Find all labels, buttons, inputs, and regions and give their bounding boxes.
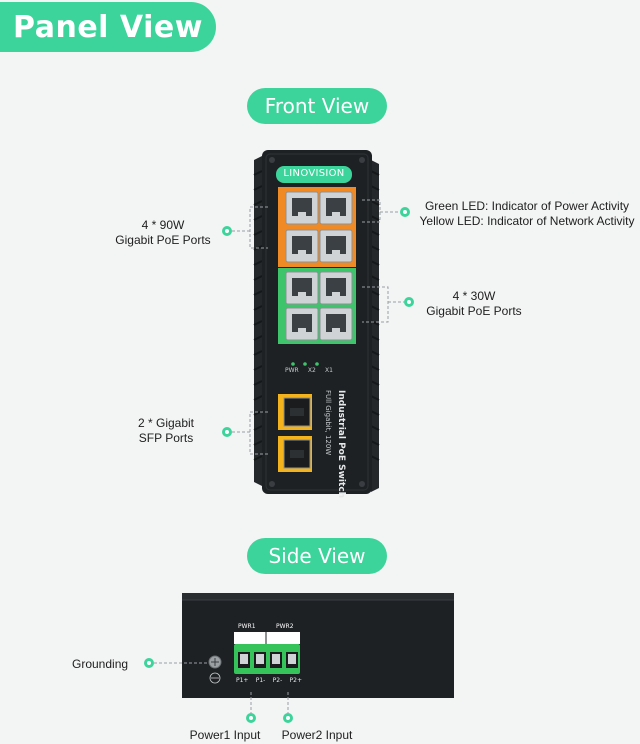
led-label-x2: X2 <box>307 367 316 374</box>
callout-led-line1: Green LED: Indicator of Power Activity <box>424 199 630 213</box>
callout-poe30-line2: Gigabit PoE Ports <box>426 304 522 318</box>
terminal-label-p1minus: P1- <box>255 677 266 684</box>
callout-power2: Power2 Input <box>281 728 353 742</box>
callout-grounding: Grounding <box>72 657 129 671</box>
led-label-pwr: PWR <box>285 367 299 374</box>
callout-dot-poe90 <box>222 226 232 236</box>
callout-sfp-line2: SFP Ports <box>138 431 194 445</box>
led-label-x1: X1 <box>325 367 333 374</box>
terminal-block <box>234 644 300 674</box>
pwr2-label: PWR2 <box>276 623 294 630</box>
pwr1-label: PWR1 <box>238 623 256 630</box>
terminal-label-p2plus: P2+ <box>289 677 302 684</box>
callout-power1: Power1 Input <box>189 728 261 742</box>
led-labels: PWR X2 X1 <box>285 367 333 374</box>
callout-poe90-line1: 4 * 90W <box>141 218 185 232</box>
terminal-label-p2minus: P2- <box>272 677 283 684</box>
callout-dot-sfp <box>222 427 232 437</box>
callout-dot-power1 <box>246 713 256 723</box>
brand-logo: LINOVISION <box>283 168 345 179</box>
callout-dot-grounding <box>144 658 154 668</box>
panel-view-title: Panel View <box>0 2 216 52</box>
callout-sfp: 2 * Gigabit SFP Ports <box>120 416 212 446</box>
front-view-title: Front View <box>247 88 387 124</box>
terminal-labels: P1+ P1- P2- P2+ <box>236 677 302 684</box>
callout-dot-poe30 <box>404 297 414 307</box>
callout-sfp-line1: 2 * Gigabit <box>137 416 195 430</box>
heat-fins <box>254 156 379 492</box>
callout-poe30-line1: 4 * 30W <box>452 289 496 303</box>
callout-led-line2: Yellow LED: Indicator of Network Activit… <box>419 214 635 228</box>
terminal-label-p1plus: P1+ <box>236 677 249 684</box>
side-view-title: Side View <box>247 538 387 574</box>
callout-dot-led <box>400 207 410 217</box>
callout-dot-power2 <box>283 713 293 723</box>
callout-poe30: 4 * 30W Gigabit PoE Ports <box>412 289 536 319</box>
side-body <box>182 600 454 698</box>
callout-led: Green LED: Indicator of Power Activity Y… <box>412 199 640 229</box>
callout-poe90-line2: Gigabit PoE Ports <box>115 233 211 247</box>
callout-poe90: 4 * 90W Gigabit PoE Ports <box>100 218 226 248</box>
